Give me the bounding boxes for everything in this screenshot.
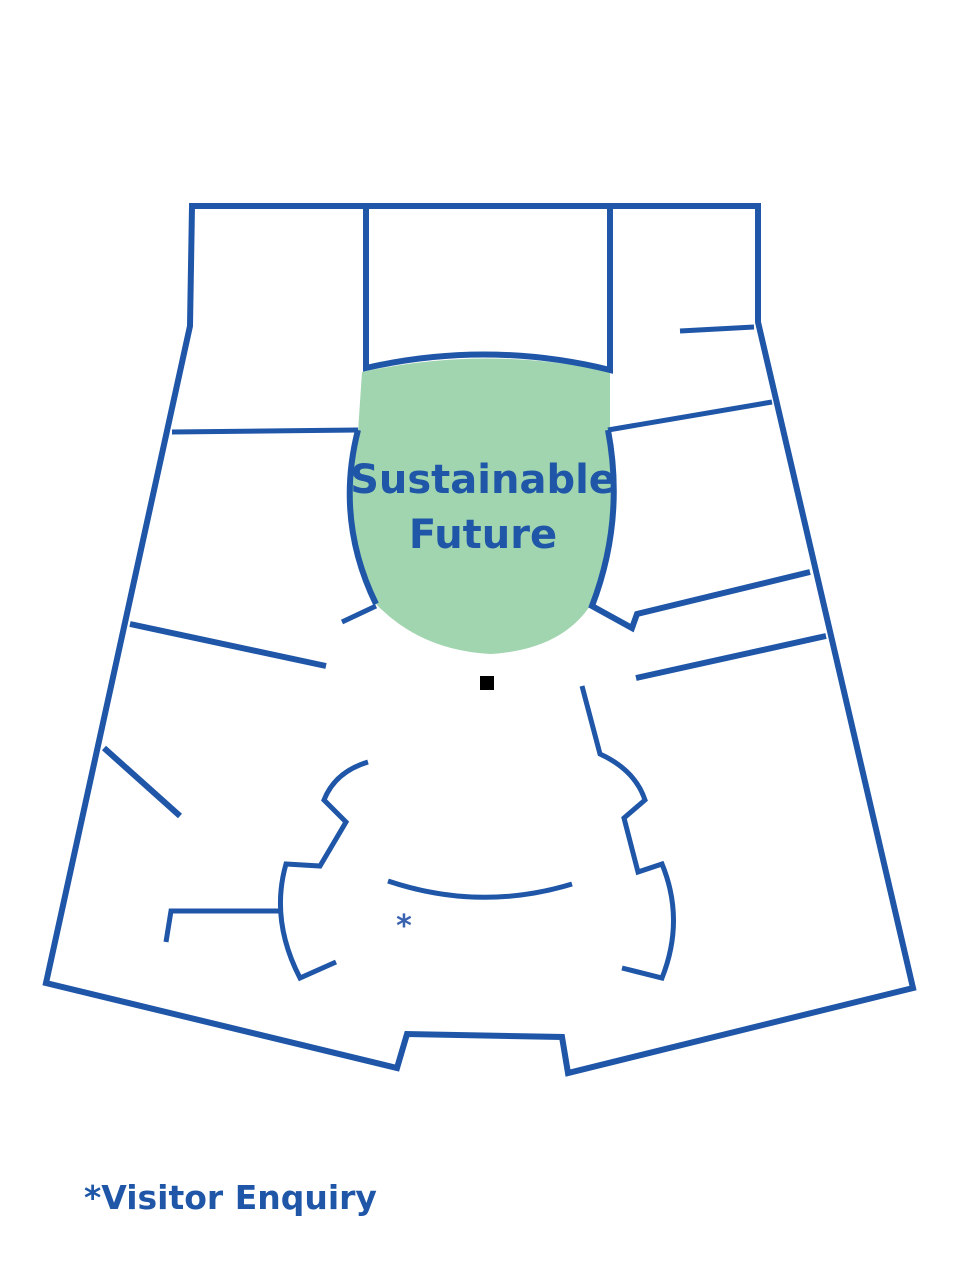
wall-top-room xyxy=(363,208,613,374)
zone-sustainable-future[interactable] xyxy=(349,358,615,655)
visitor-enquiry-marker[interactable]: * xyxy=(396,909,412,944)
wall xyxy=(129,621,327,669)
outer-wall xyxy=(42,203,917,1077)
wall xyxy=(635,633,827,681)
wall-left-curve xyxy=(277,759,369,982)
pillar-marker xyxy=(480,676,494,690)
wall-zone-left xyxy=(346,429,379,606)
wall-zone-right xyxy=(588,429,811,633)
wall xyxy=(171,427,359,435)
zone-label-line2: Future xyxy=(409,512,557,558)
wall xyxy=(679,324,755,334)
wall xyxy=(607,399,773,433)
wall xyxy=(163,908,280,943)
wall xyxy=(340,603,378,625)
zone-label-line1: Sustainable xyxy=(350,457,616,503)
wall-right-curve xyxy=(579,685,676,981)
counter xyxy=(387,878,573,900)
wall xyxy=(101,745,183,819)
legend-visitor-enquiry: *Visitor Enquiry xyxy=(84,1178,377,1217)
